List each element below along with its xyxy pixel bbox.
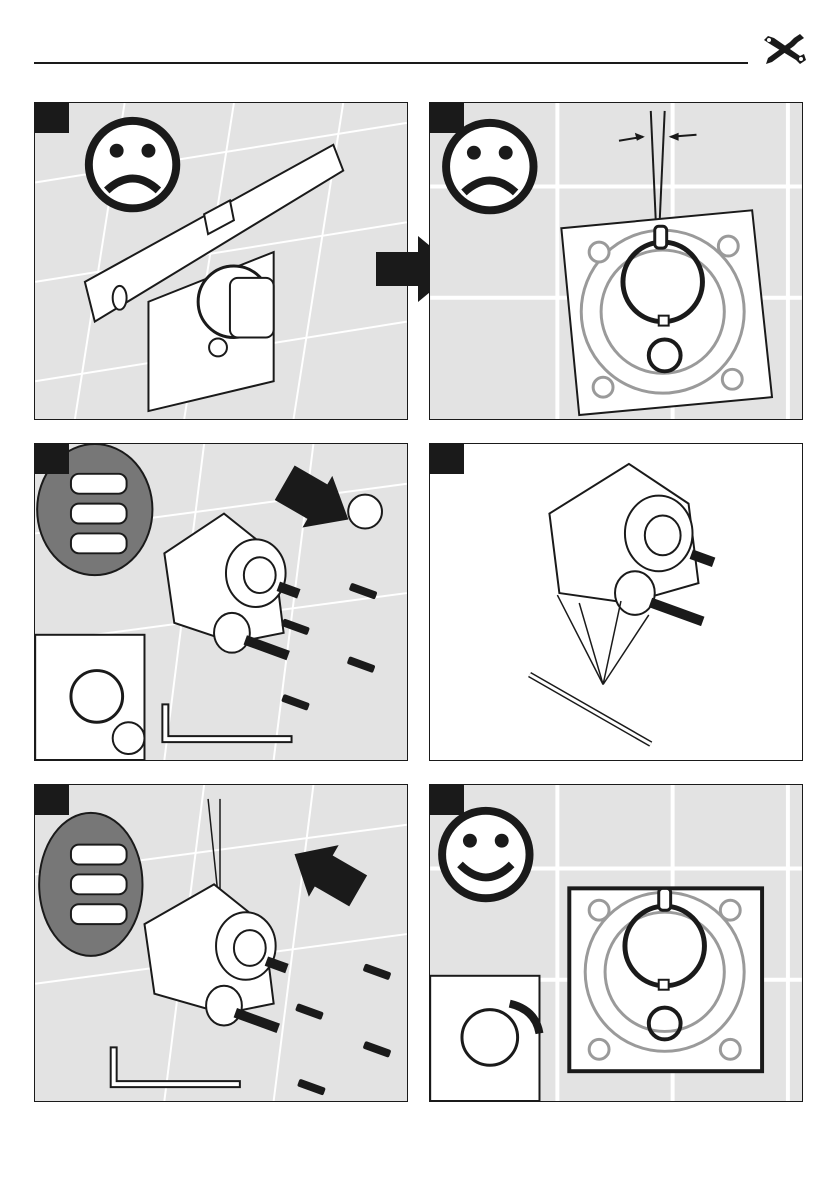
sad-face-icon [89, 121, 176, 208]
panel-illustration [35, 103, 407, 419]
step-badge [430, 785, 464, 815]
panel-illustration [430, 444, 802, 760]
wrench-screwdriver-icon [760, 30, 808, 70]
panel-plumb-check [429, 102, 803, 420]
step-badge [430, 444, 464, 474]
sad-face-icon [446, 123, 533, 210]
happy-face-icon [442, 811, 529, 898]
panel-illustration [35, 785, 407, 1101]
panel-illustration [430, 103, 802, 419]
step-badge [35, 103, 69, 133]
panel-install-body [34, 784, 408, 1102]
panel-level-check [34, 102, 408, 420]
header-rule [34, 62, 748, 64]
panel-correct-result [429, 784, 803, 1102]
panel-drill-holes [429, 443, 803, 761]
step-badge [430, 103, 464, 133]
panel-illustration [430, 785, 802, 1101]
step-badge [35, 785, 69, 815]
step-badge [35, 444, 69, 474]
panel-remove-body [34, 443, 408, 761]
screw-icon [281, 583, 377, 711]
panel-illustration [35, 444, 407, 760]
screw-icon [295, 963, 391, 1095]
